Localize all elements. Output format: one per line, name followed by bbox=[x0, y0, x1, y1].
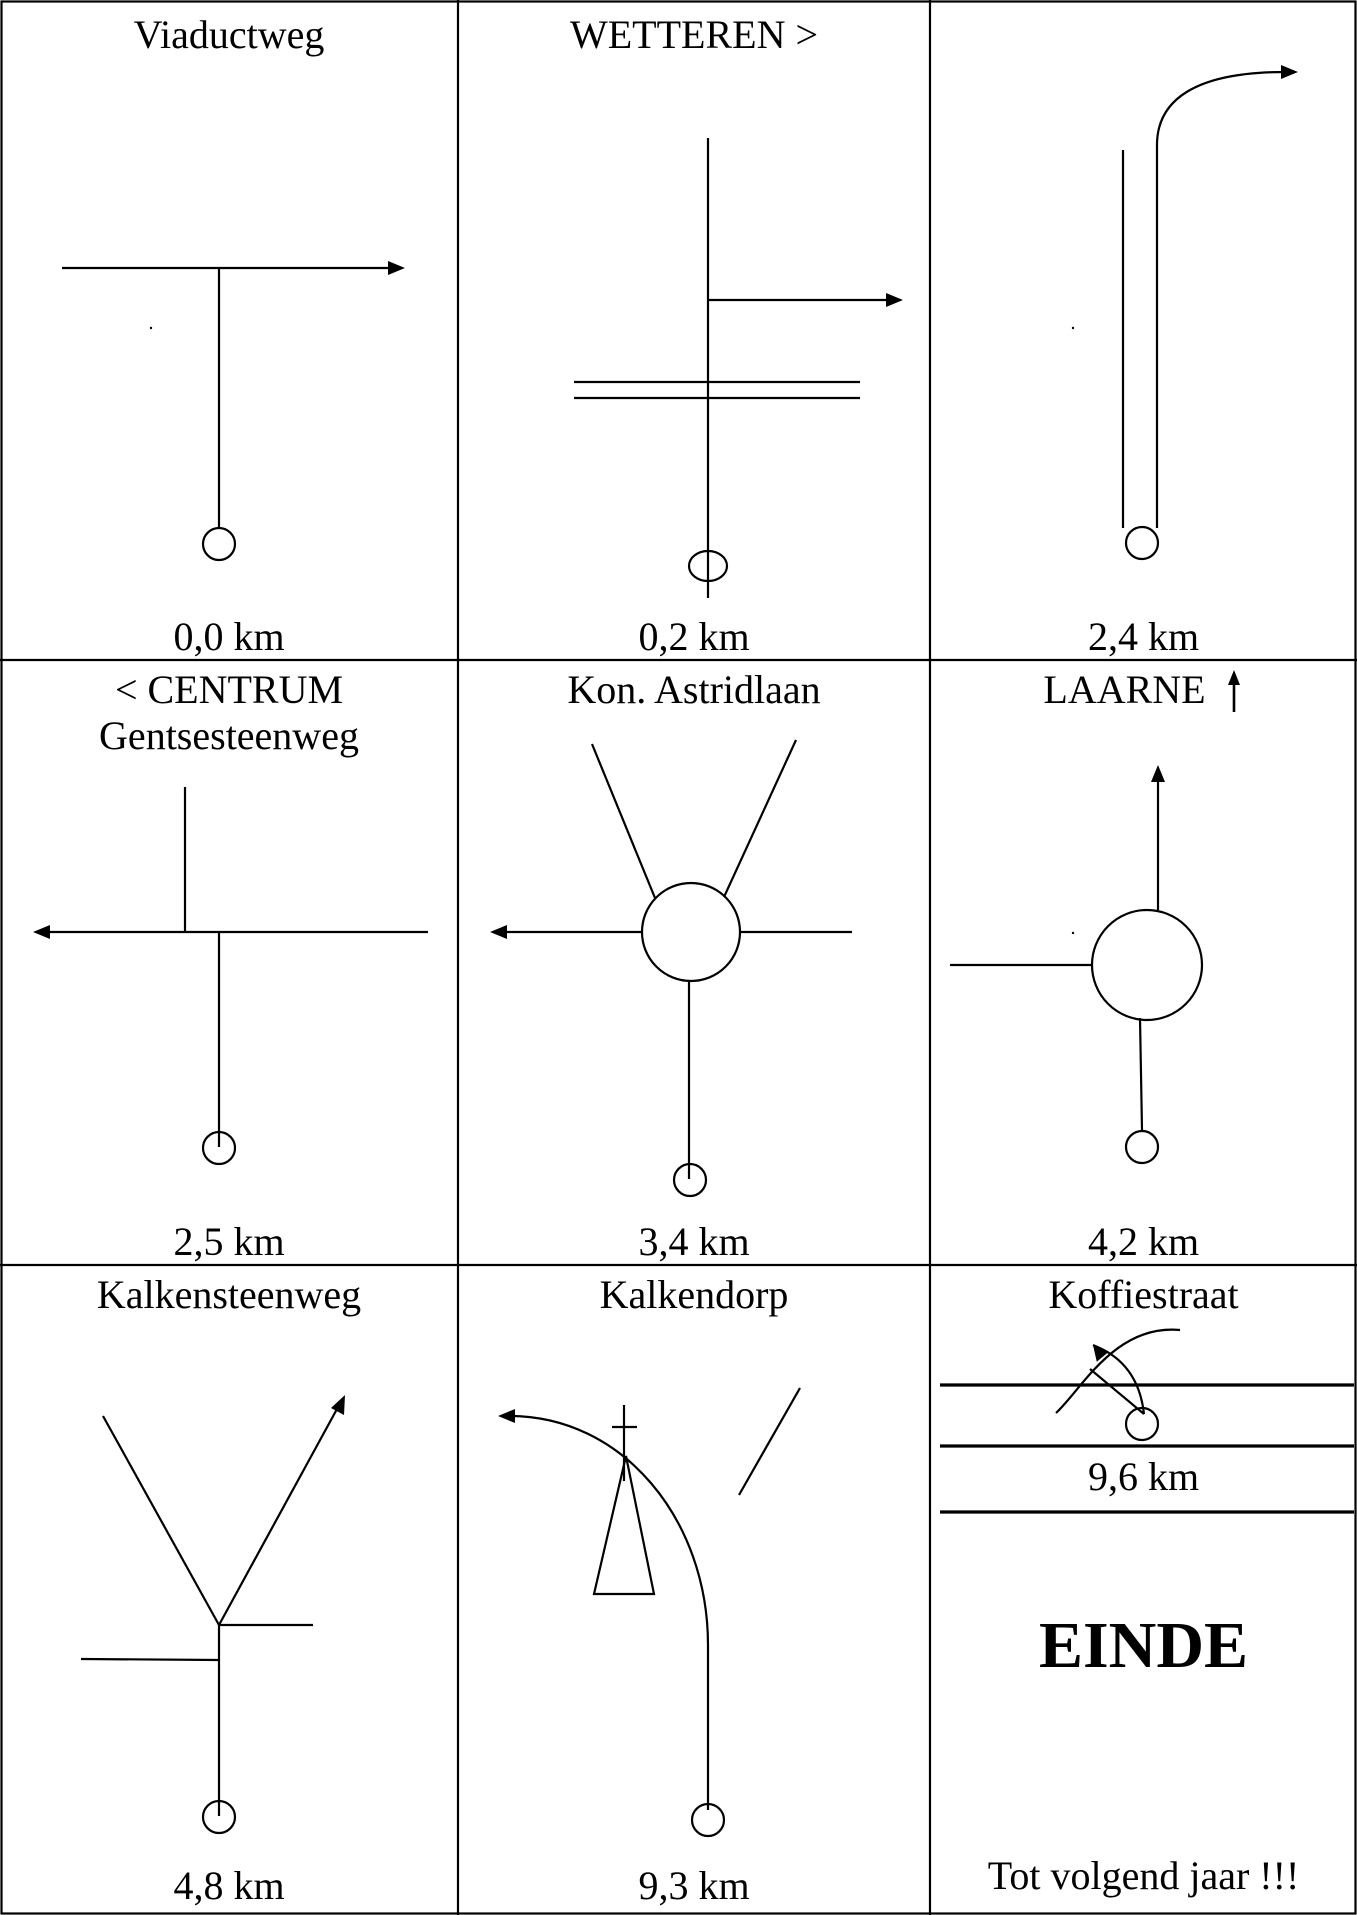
junction-diagram bbox=[1071, 65, 1298, 561]
end-heading: EINDE bbox=[1038, 1609, 1249, 1682]
step-cell-2: WETTEREN > 0,2 km bbox=[458, 0, 930, 660]
step-distance: 0,2 km bbox=[638, 614, 750, 659]
step-title: LAARNE bbox=[1043, 667, 1206, 712]
step-title: Kon. Astridlaan bbox=[567, 667, 821, 712]
junction-diagram bbox=[574, 138, 903, 598]
step-cell-4: < CENTRUM Gentsesteenweg 2,5 km bbox=[0, 660, 458, 1265]
step-cell-6: LAARNE 4,2 km bbox=[930, 660, 1357, 1265]
junction-diagram bbox=[33, 787, 428, 1166]
step-title: Kalkensteenweg bbox=[96, 1272, 362, 1317]
step-subtitle: Gentsesteenweg bbox=[99, 713, 359, 758]
step-title: WETTEREN > bbox=[569, 12, 819, 57]
step-distance: 2,5 km bbox=[173, 1219, 285, 1264]
roundabout-diagram bbox=[490, 739, 852, 1198]
step-distance: 9,3 km bbox=[638, 1863, 750, 1908]
step-cell-7: Kalkensteenweg 4,8 km bbox=[0, 1265, 458, 1915]
arrow-up-icon bbox=[1227, 670, 1240, 712]
junction-diagram bbox=[62, 261, 405, 562]
step-distance: 4,8 km bbox=[173, 1863, 285, 1908]
step-cell-9: Koffiestraat 9,6 km EINDE Tot volgend ja… bbox=[930, 1265, 1357, 1915]
end-message: Tot volgend jaar !!! bbox=[987, 1853, 1300, 1898]
junction-diagram bbox=[80, 1395, 345, 1835]
step-title: Koffiestraat bbox=[1048, 1272, 1239, 1317]
step-title: Viaductweg bbox=[133, 12, 325, 57]
step-distance: 0,0 km bbox=[173, 614, 285, 659]
step-cell-8: Kalkendorp 9,3 km bbox=[458, 1265, 930, 1915]
step-distance: 4,2 km bbox=[1087, 1219, 1200, 1264]
step-cell-1: Viaductweg 0,0 km bbox=[0, 0, 458, 660]
step-distance: 2,4 km bbox=[1087, 614, 1200, 659]
step-cell-3: 2,4 km bbox=[930, 0, 1357, 660]
step-title: < CENTRUM bbox=[114, 667, 344, 712]
step-title-row: LAARNE bbox=[930, 667, 1357, 713]
church-icon bbox=[592, 1455, 656, 1596]
step-distance: 3,4 km bbox=[638, 1219, 750, 1264]
roundabout-diagram bbox=[950, 765, 1204, 1165]
junction-diagram bbox=[498, 1387, 801, 1838]
step-cell-5: Kon. Astridlaan 3,4 km bbox=[458, 660, 930, 1265]
step-distance: 9,6 km bbox=[1087, 1454, 1200, 1499]
step-title: Kalkendorp bbox=[599, 1272, 789, 1317]
finish-diagram bbox=[940, 1328, 1354, 1514]
